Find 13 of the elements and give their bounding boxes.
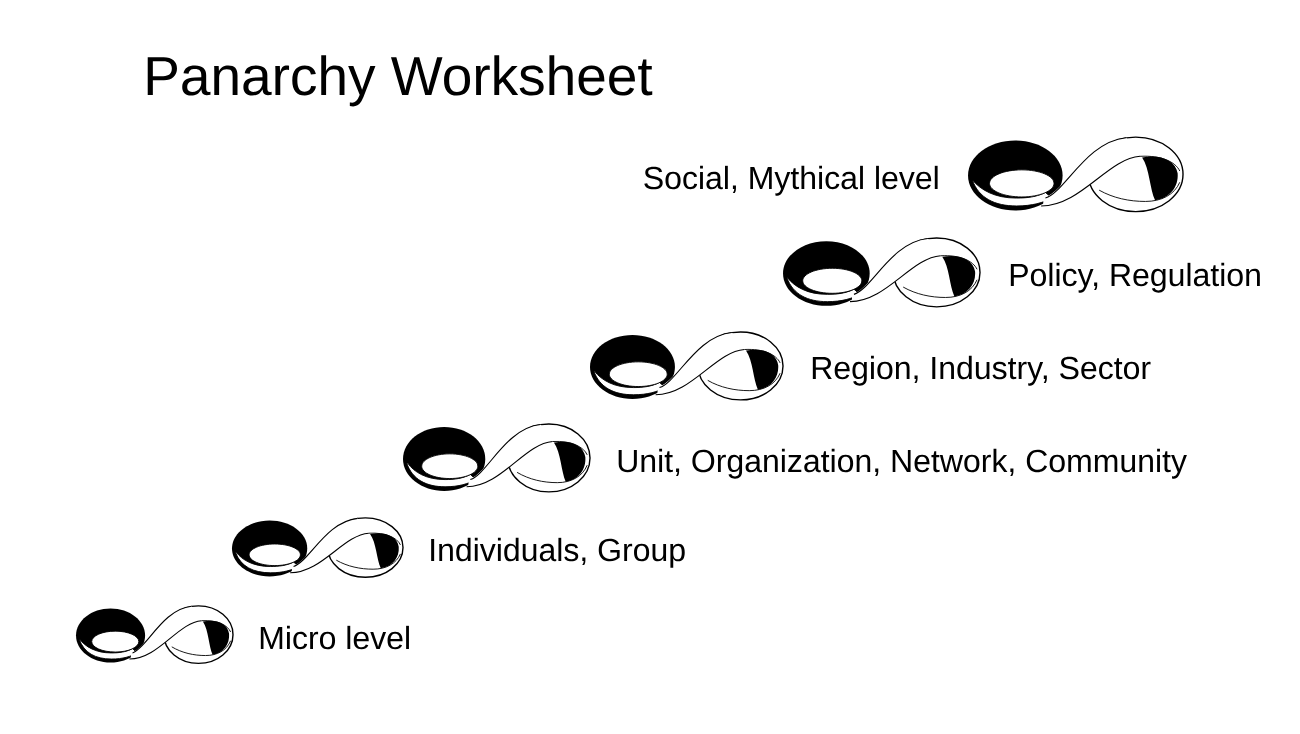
infinity-symbol [232,517,404,578]
level-label: Social, Mythical level [644,165,938,196]
level-label: Policy, Regulation [1010,262,1260,293]
level-label: Region, Industry, Sector [812,355,1151,386]
infinity-symbol [783,237,981,308]
level-label: Micro level [260,625,409,650]
infinity-symbol [590,331,784,401]
infinity-symbol [403,423,591,493]
level-label: Unit, Organization, Network, Community [618,448,1187,479]
level-label: Individuals, Group [431,537,685,568]
infinity-symbol [968,136,1184,213]
infinity-symbol [76,605,234,665]
title: Panarchy Worksheet [147,55,653,107]
